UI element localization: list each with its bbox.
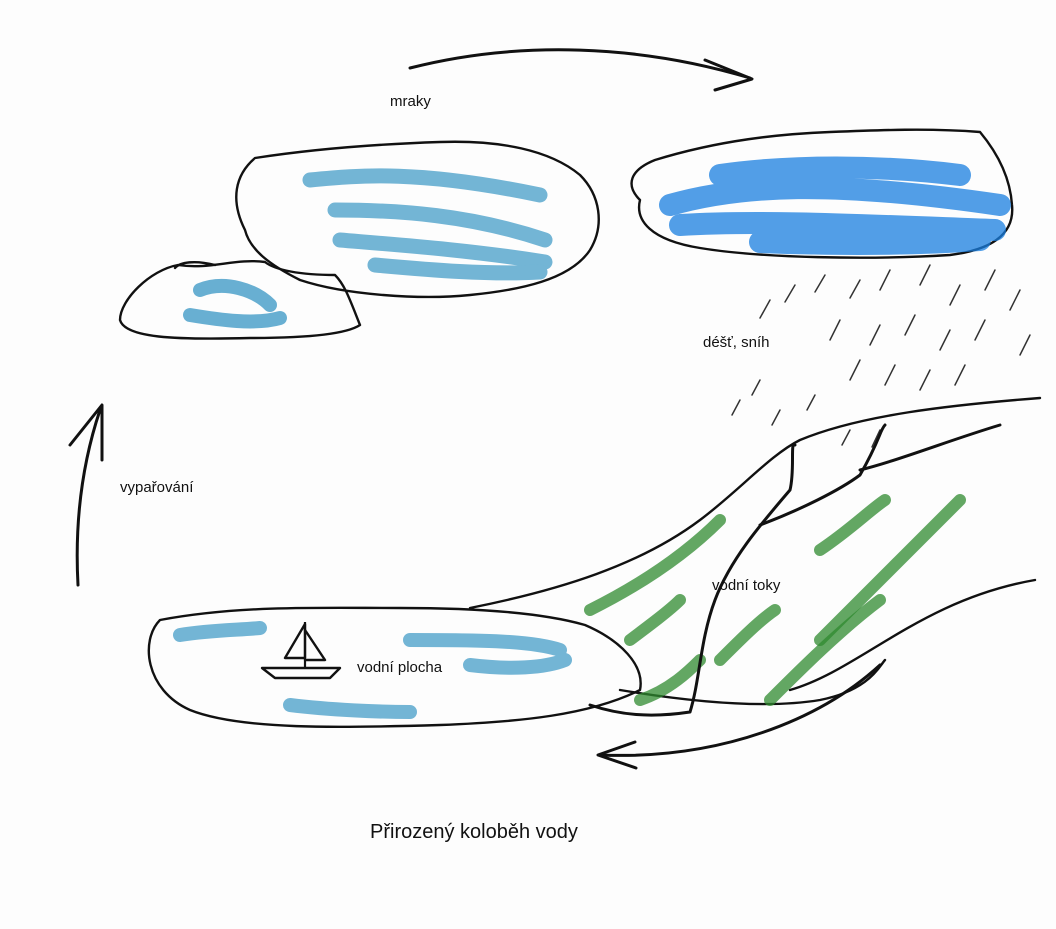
label-water-body: vodní plocha: [357, 659, 443, 676]
diagram-caption: Přirozený koloběh vody: [370, 821, 578, 843]
label-streams: vodní toky: [712, 577, 781, 594]
label-clouds: mraky: [390, 93, 431, 110]
label-precipitation: déšť, sníh: [703, 334, 770, 351]
label-evaporation: vypařování: [120, 479, 194, 496]
